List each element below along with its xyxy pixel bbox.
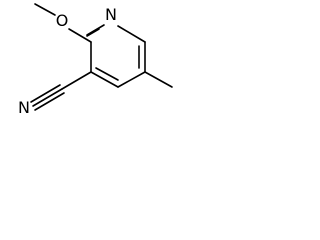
bond-c5-ch3 [144,71,173,88]
ether-oxygen-label: O [56,11,69,30]
bond-cn-triple-3 [34,92,65,111]
bond-cn-triple-1 [32,88,63,107]
bond-cn-triple-2 [30,84,61,103]
bond-n-c2 [86,24,105,36]
canvas-background [0,0,184,118]
nitrile-nitrogen-label: N [18,98,30,117]
bond-o-ch3 [34,3,56,16]
bond-c4-c3-inner [95,67,119,81]
bond-c4-c3 [90,71,119,88]
bond-c5-c4 [117,71,146,88]
pyridine-nitrogen-label: N [105,5,117,24]
bond-c3-cn [61,71,92,90]
bond-n-c2-inner [86,28,100,37]
bond-c2-o [68,28,92,43]
bond-n-c6 [117,25,146,43]
structure-diagram: N O N [0,0,184,118]
